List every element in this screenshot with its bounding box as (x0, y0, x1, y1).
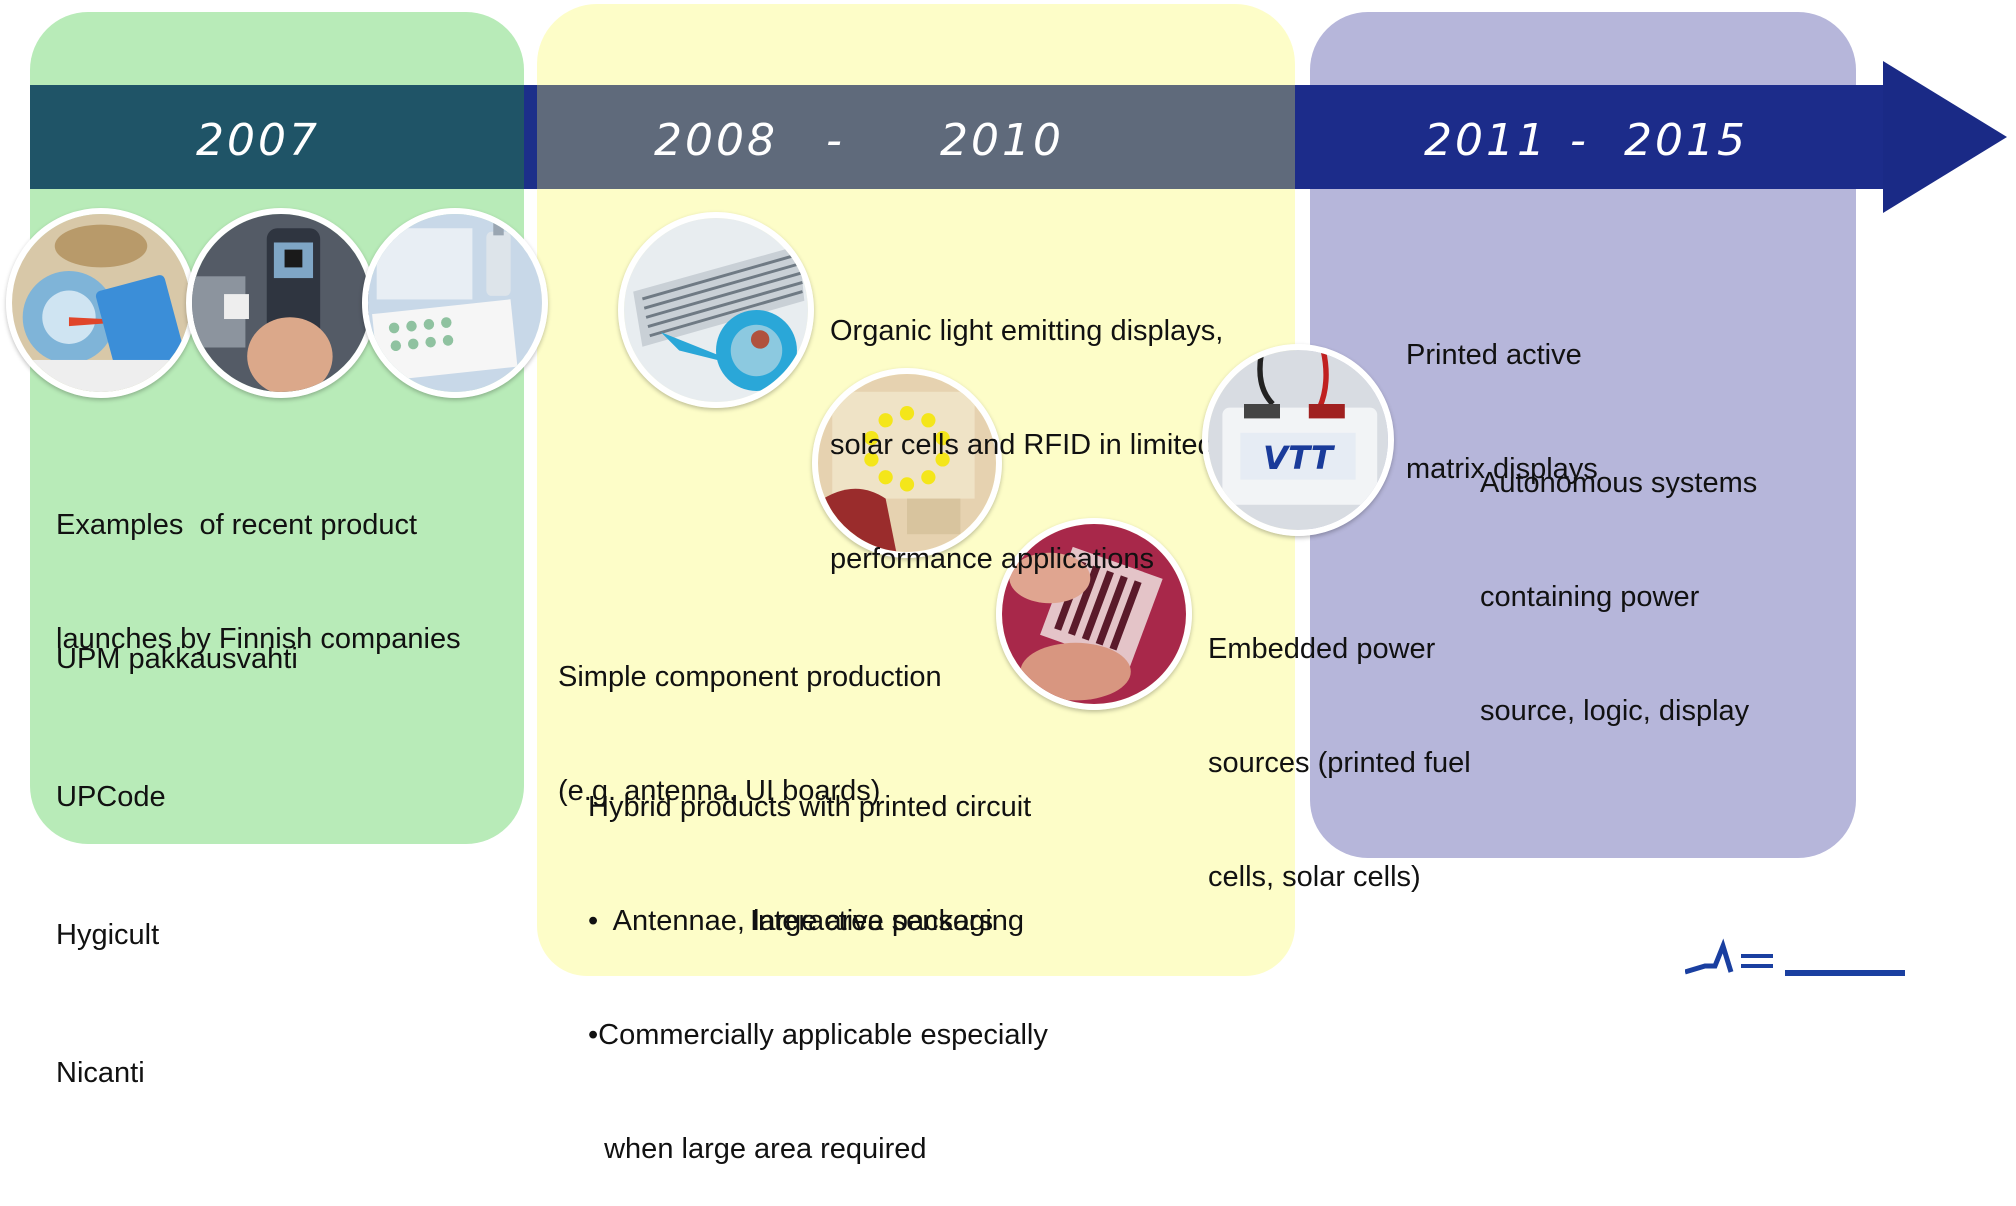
panel-2007-intro: Examples of recent product launches by F… (56, 430, 461, 696)
simple-component-text: Simple component production (e.g. antenn… (558, 582, 942, 848)
vtt-photo-text: VTT (1263, 439, 1336, 477)
year-range-dash: - (1570, 115, 1589, 166)
oled-displays-text: Organic light emitting displays, solar c… (830, 236, 1223, 616)
photo-pakkausvahti-tags (6, 208, 196, 398)
year-range-dash: - (826, 115, 845, 166)
text-line: Simple component production (558, 661, 942, 693)
text-line: Printed active (1406, 339, 1582, 371)
text-line: Hybrid products with printed circuit (588, 791, 1032, 823)
product-item: Hygicult (56, 919, 160, 951)
photo-upcode-phone (186, 208, 376, 398)
text-line: cells, solar cells) (1208, 861, 1421, 893)
timeline-arrow-band (30, 85, 1885, 189)
bullet-item: • Antennae, large area sensors (588, 905, 994, 937)
year-2007-label: 2007 (196, 115, 320, 166)
text-line: launches by Finnish companies (56, 623, 461, 655)
product-item: UPM pakkausvahti (56, 643, 298, 675)
product-item: UPCode (56, 781, 166, 813)
timeline-arrow-head (1883, 61, 2007, 213)
year-2008-label: 2008 (654, 115, 778, 166)
text-line: Autonomous systems (1480, 467, 1758, 499)
year-2015-label: 2015 (1624, 115, 1748, 166)
photo-flexible-circuit (996, 518, 1192, 710)
year-2011-label: 2011 (1424, 115, 1548, 166)
text-line: source, logic, display (1480, 695, 1750, 727)
product-item: Nicanti (56, 1057, 145, 1089)
photo-vtt-battery: VTT (1202, 344, 1394, 536)
text-line: containing power (1480, 581, 1700, 613)
text-line: sources (printed fuel (1208, 747, 1471, 779)
vtt-logo-icon (1685, 938, 1905, 976)
year-2010-label: 2010 (940, 115, 1064, 166)
text-line: performance applications (830, 543, 1155, 575)
hybrid-products-text: Hybrid products with printed circuit • A… (588, 712, 1048, 1206)
autonomous-systems-text: Autonomous systems containing power sour… (1480, 388, 1757, 768)
photo-led-ring-board (812, 368, 1002, 558)
product-list: UPM pakkausvahti UPCode Hygicult Nicanti (56, 544, 298, 1142)
bullet-item-continuation: when large area required (588, 1133, 927, 1165)
text-line: Examples of recent product (56, 509, 418, 541)
text-line: Organic light emitting displays, (830, 315, 1224, 347)
text-line: Embedded power (1208, 633, 1436, 665)
photo-printed-sensor-foil (618, 212, 814, 408)
interactive-packaging-label: Interactive packaging (750, 905, 1025, 937)
timeline-segment-2007 (30, 85, 524, 189)
text-line: matrix displays (1406, 453, 1598, 485)
embedded-power-text: Embedded power sources (printed fuel cel… (1208, 554, 1471, 934)
bullet-item: •Commercially applicable especially (588, 1019, 1048, 1051)
printed-active-matrix-text: Printed active matrix displays (1406, 260, 1598, 526)
text-line: solar cells and RFID in limited (830, 429, 1214, 461)
text-line: (e.g. antenna, UI boards) (558, 775, 881, 807)
photo-hygicult-kit (362, 208, 548, 398)
timeline-segment-2011-2015 (1295, 85, 1885, 189)
timeline-segment-divider (524, 85, 537, 189)
timeline-segment-2008-2010 (537, 85, 1295, 189)
